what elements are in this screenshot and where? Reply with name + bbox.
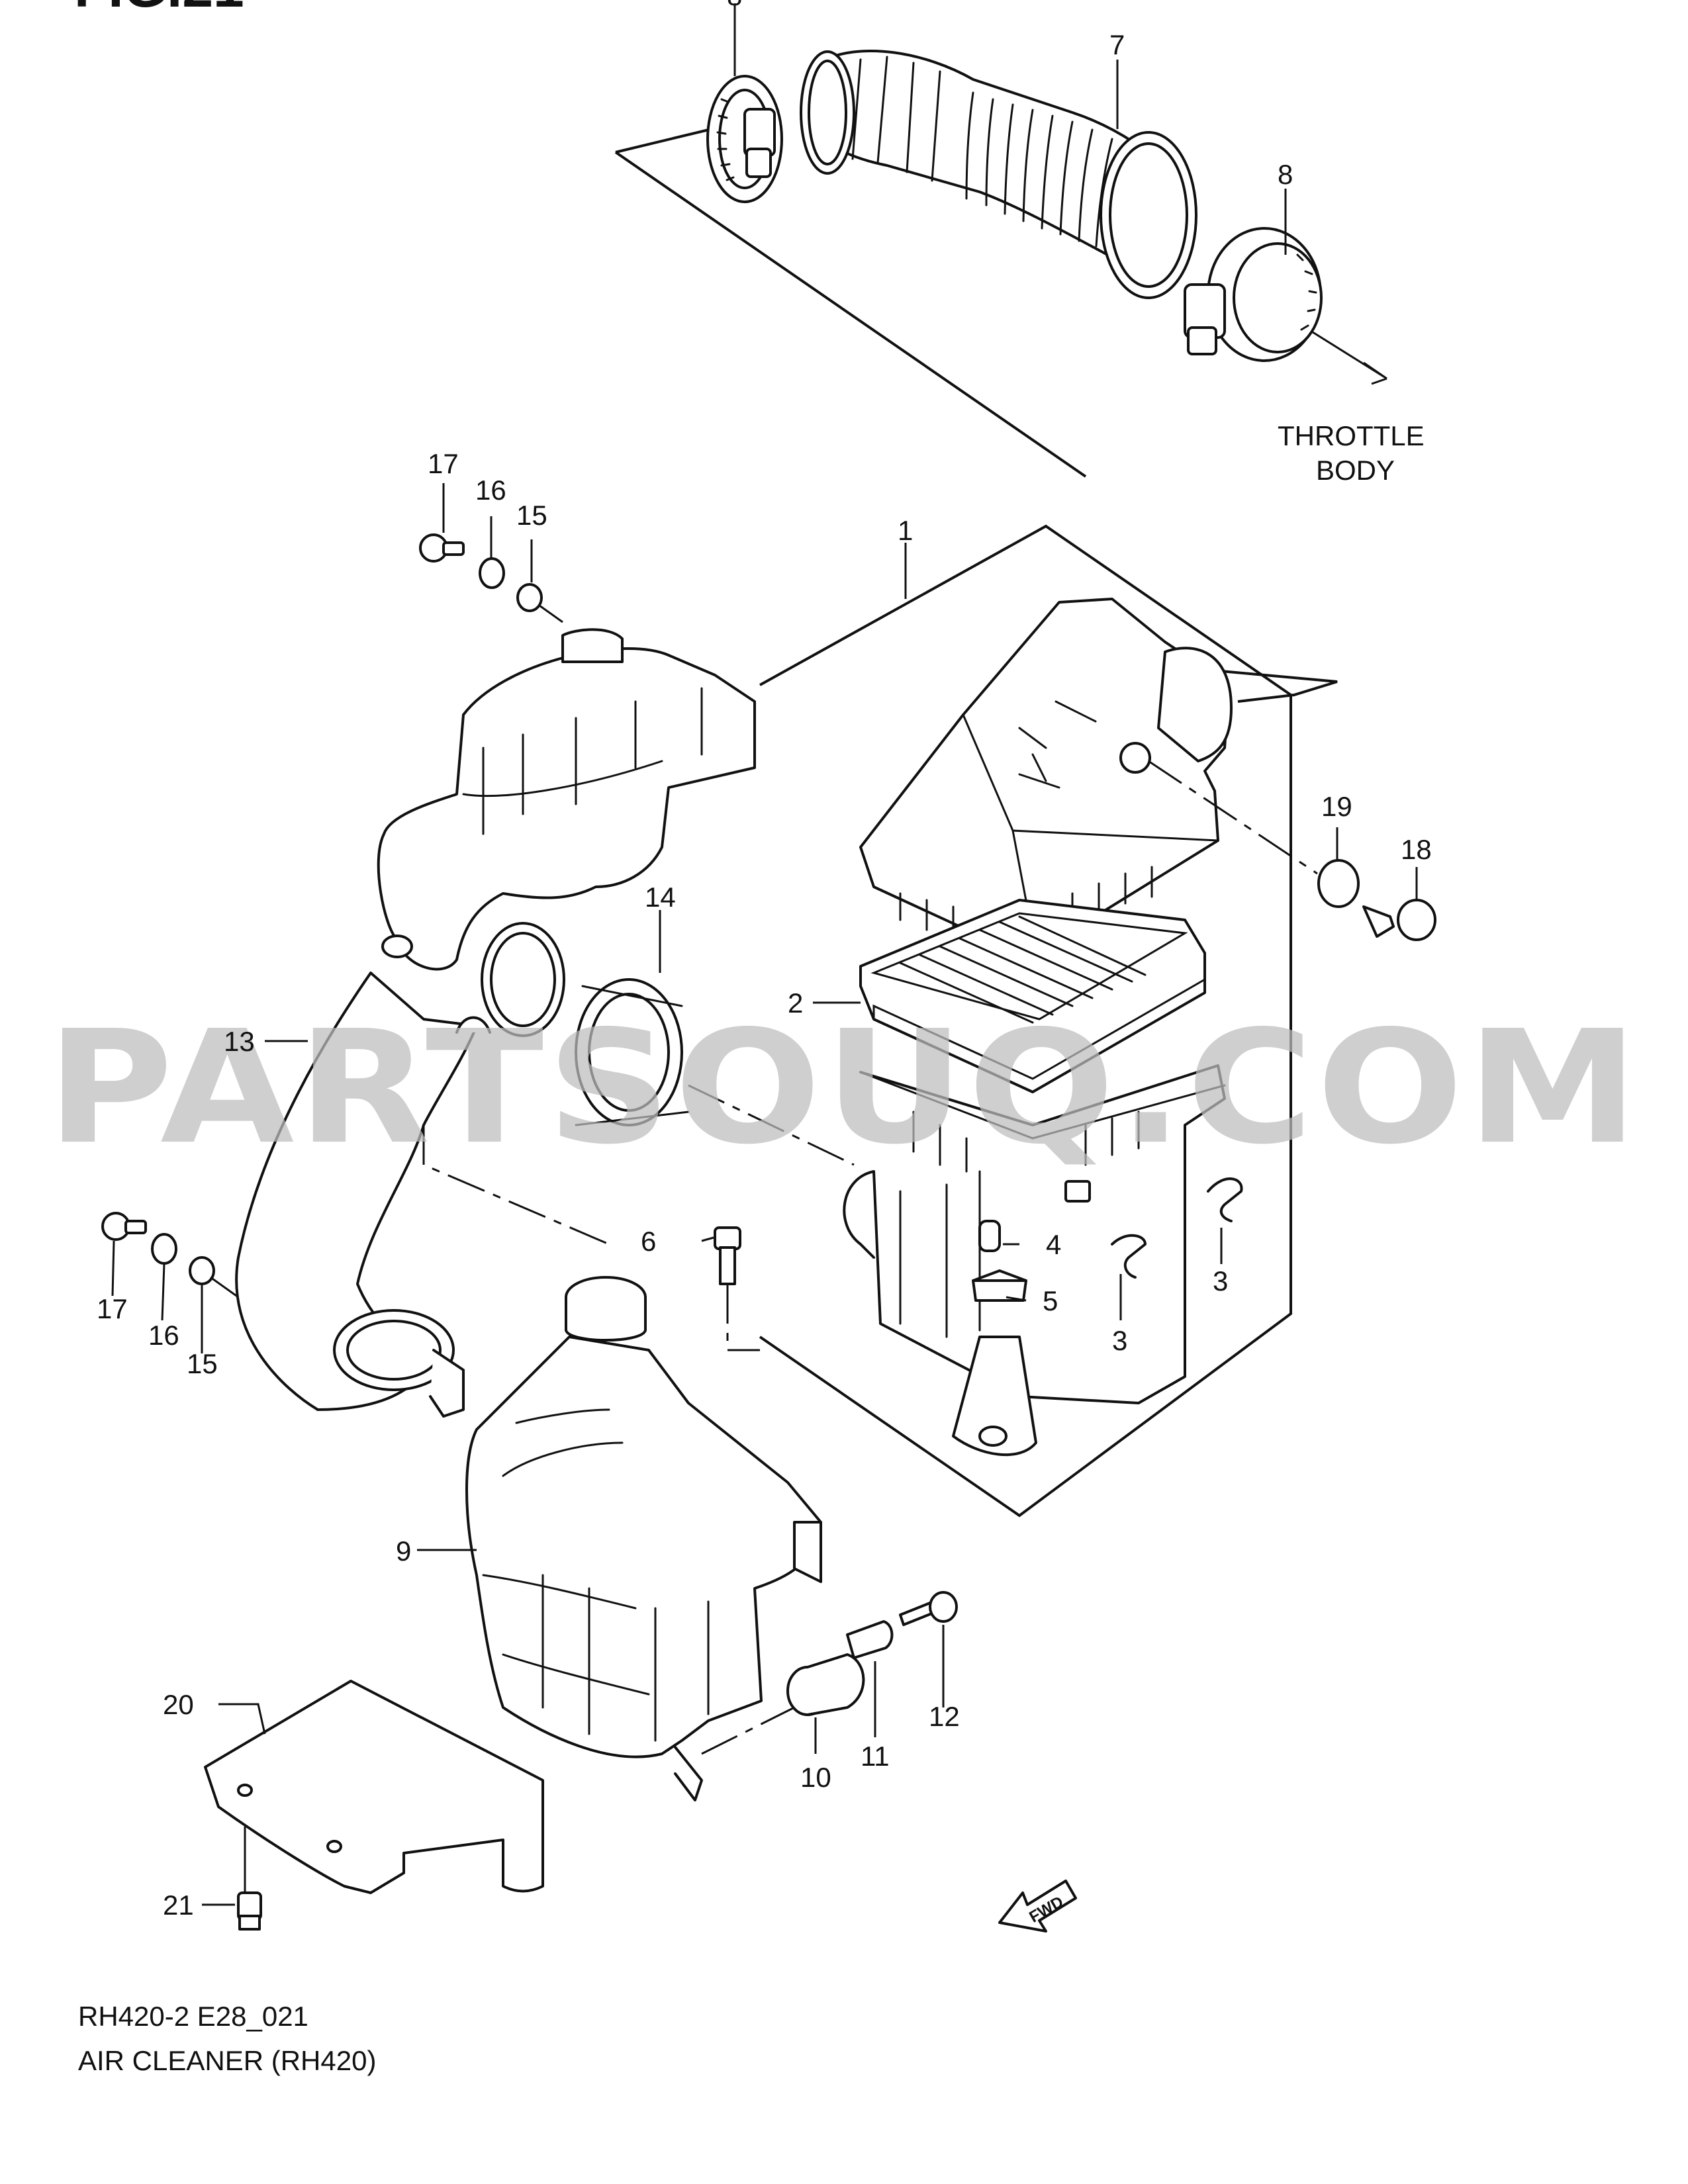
callout-16-side: 16 [148,1320,179,1351]
leader-19 [1148,760,1318,875]
callout-17-top: 17 [428,448,459,479]
callout-18: 18 [1401,834,1432,865]
inlet-duct [235,628,756,1418]
resonator [465,1276,822,1801]
footer-code: RH420-2 E28_021 [78,2001,308,2032]
duct-seal-ring-inner [490,932,556,1027]
fastener-17-top [419,533,465,563]
washer-16-side [151,1233,177,1265]
collar-11 [846,1620,894,1659]
callout-13: 13 [224,1026,255,1057]
callout-3-left: 3 [1112,1325,1127,1356]
callout-21: 21 [163,1889,194,1921]
callout-12: 12 [929,1701,960,1732]
grommet-19 [1317,859,1360,908]
callout-7: 7 [1109,29,1125,60]
bolt-6 [714,1226,760,1351]
bolt-12 [899,1591,958,1626]
figure-title: FIG.21 [74,0,244,19]
air-cleaner-lower-case [843,1064,1226,1457]
fwd-arrow-icon: FWD [998,1880,1077,1933]
throttle-note-line2: BODY [1316,455,1395,486]
callout-1: 1 [898,515,913,546]
footer-title: AIR CLEANER (RH420) [78,2045,377,2076]
callout-9: 9 [396,1535,411,1567]
callout-6: 6 [641,1226,656,1257]
callout-8-left: 8 [727,0,742,11]
guide-1 [688,1084,855,1166]
hose-clamp-right [1184,227,1323,362]
callout-14: 14 [645,882,676,913]
screw-18 [1362,899,1436,941]
callout-10: 10 [800,1762,831,1793]
air-cleaner-frame [759,524,1292,1518]
bolt-21 [237,1891,262,1931]
pipe-4 [978,1220,1001,1252]
air-filter-element [859,899,1206,1093]
callout-8-right: 8 [1278,159,1293,190]
callout-3-right: 3 [1213,1265,1228,1297]
plate-20 [204,1680,544,1894]
callout-11: 11 [861,1741,890,1772]
throttle-arrow [1310,330,1387,385]
clip-3-left [1111,1234,1147,1279]
callout-15-top: 15 [516,500,547,531]
clip-3-right [1207,1177,1243,1222]
callout-2: 2 [788,987,803,1019]
hose-clamp-left [706,75,783,203]
callout-15-side: 15 [187,1348,218,1379]
callout-5: 5 [1043,1285,1058,1316]
guide-2 [422,1125,610,1246]
callout-17-side: 17 [97,1293,128,1324]
fastener-17-side [101,1212,147,1241]
callout-leaders [111,3,1418,1906]
grommet-15-side [189,1256,215,1285]
intake-hose [800,49,1197,299]
leader-15-side [210,1276,239,1298]
callout-19: 19 [1321,791,1352,822]
cushion-10 [786,1653,865,1716]
callout-20: 20 [163,1689,194,1720]
callout-16-top: 16 [475,475,506,506]
grommet-15-top [516,583,543,612]
air-cleaner-cover [859,598,1233,954]
intake-hose-group [614,49,1387,703]
watermark: PARTSOUQ.COM [46,997,1642,1179]
duct-end-14 [575,978,690,1126]
leader-15-top [539,604,563,623]
throttle-note-line1: THROTTLE [1278,420,1425,451]
washer-16-top [479,557,505,589]
hose-frame [614,128,1338,703]
guide-3 [701,1706,795,1755]
callout-4: 4 [1046,1229,1061,1260]
callouts: 1 2 3 3 4 5 6 7 8 8 9 10 11 12 13 14 15 … [97,0,1432,1921]
